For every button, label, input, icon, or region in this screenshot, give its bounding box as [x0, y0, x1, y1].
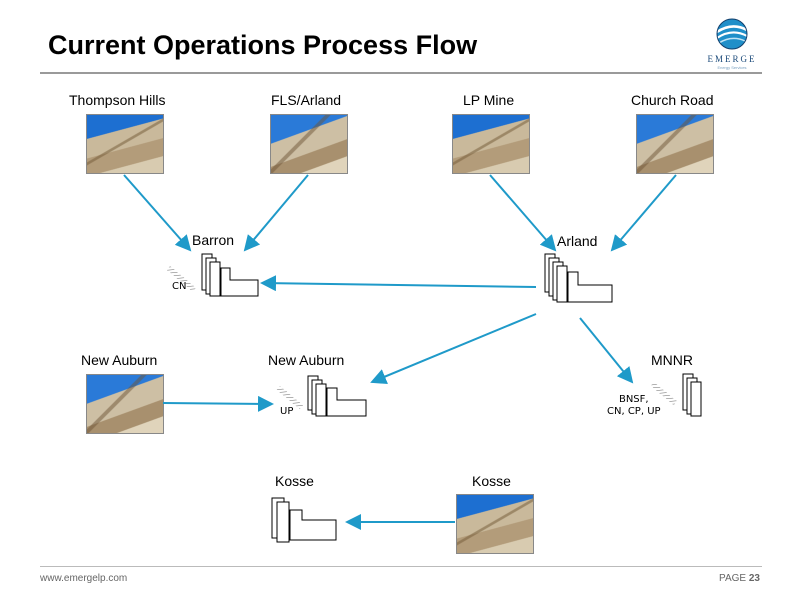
- plant-icon-mnnr: [650, 373, 702, 417]
- plant-icon-new-auburn: [276, 375, 367, 417]
- plant-icon-arland: [544, 253, 613, 303]
- page-label: PAGE: [719, 573, 747, 584]
- mine-photo-lp-mine: [452, 114, 530, 174]
- emerge-logo: EMERGE Energy Services: [700, 18, 764, 70]
- page-number-value: 23: [748, 573, 760, 584]
- rail-label-barron: CN: [172, 281, 187, 292]
- arrow-arland-to-new-auburn: [370, 313, 537, 385]
- mine-label-new-auburn: New Auburn: [81, 352, 158, 368]
- arrow-church-road-to-arland: [610, 174, 677, 252]
- mine-label-church-road: Church Road: [631, 92, 714, 108]
- mine-label-lp-mine: LP Mine: [463, 92, 515, 108]
- page-number: PAGE 23: [719, 573, 760, 584]
- mine-label-fls-arland: FLS/Arland: [271, 92, 342, 108]
- globe-icon: [716, 18, 748, 50]
- arrow-thompson-hills-to-barron: [123, 174, 192, 252]
- plant-label-kosse: Kosse: [275, 473, 314, 489]
- mine-photo-fls-arland: [270, 114, 348, 174]
- plant-label-arland: Arland: [557, 233, 598, 249]
- arrow-fls-arland-to-barron: [243, 174, 309, 252]
- mine-label-kosse: Kosse: [472, 473, 511, 489]
- arrow-arland-to-barron: [260, 275, 537, 292]
- title-divider: [40, 72, 762, 74]
- mine-photo-thompson-hills: [86, 114, 164, 174]
- mine-photo-new-auburn: [86, 374, 164, 434]
- mine-photo-kosse: [456, 494, 534, 554]
- mine-photo-church-road: [636, 114, 714, 174]
- logo-tagline: Energy Services: [717, 65, 747, 70]
- footer-divider: [40, 566, 762, 567]
- arrow-new-auburn-mine-to-plant: [162, 395, 274, 412]
- plant-label-mnnr: MNNR: [651, 352, 693, 368]
- plant-icon-kosse: [271, 497, 337, 543]
- rail-label-mnnr: BNSF, CN, CP, UP: [607, 394, 661, 417]
- arrow-arland-to-mnnr: [579, 317, 634, 384]
- rail-label-new-auburn: UP: [280, 406, 294, 417]
- footer-url[interactable]: www.emergelp.com: [40, 573, 128, 584]
- arrow-lp-mine-to-arland: [489, 174, 557, 252]
- logo-wordmark: EMERGE: [707, 54, 757, 64]
- mine-label-thompson-hills: Thompson Hills: [69, 92, 166, 108]
- page-title: Current Operations Process Flow: [48, 30, 478, 60]
- plant-label-new-auburn: New Auburn: [268, 352, 345, 368]
- plant-label-barron: Barron: [192, 232, 235, 248]
- plant-icon-barron: [166, 253, 259, 297]
